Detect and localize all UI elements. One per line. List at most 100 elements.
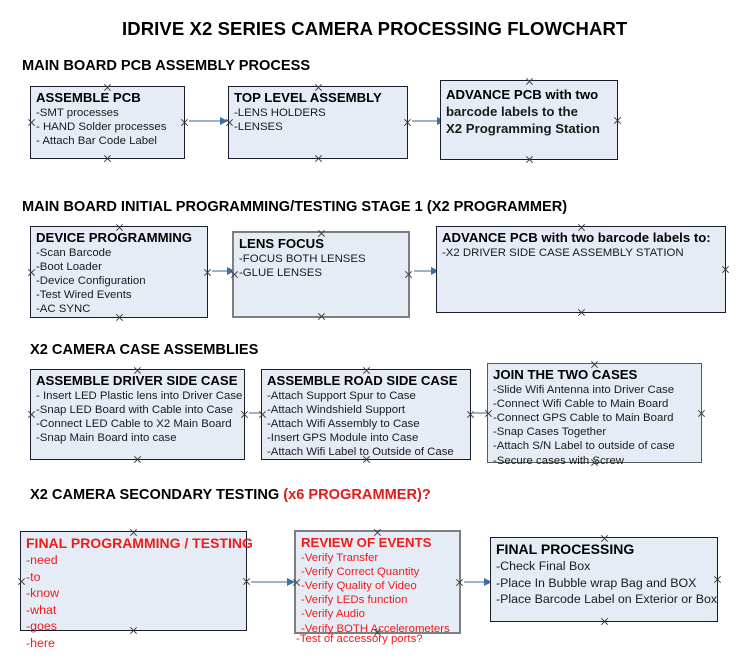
node-line: -Verify Quality of Video [301,579,417,592]
node-title: ASSEMBLE DRIVER SIDE CASE [36,373,238,388]
resize-handle-left[interactable] [27,118,36,127]
node-line: -Verify Correct Quantity [301,565,420,578]
resize-handle-bottom[interactable] [317,312,326,321]
node-line: -Snap LED Board with Cable into Case [36,403,233,416]
node-line: -Scan Barcode [36,246,112,259]
node-title: ADVANCE PCB with two barcode labels to: [442,230,711,245]
node-line: -Attach S/N Label to outside of case [493,440,675,453]
node-device-programming[interactable]: DEVICE PROGRAMMING -Scan Barcode -Boot L… [30,226,208,318]
node-line: -Verify Audio [301,608,365,621]
node-line: -Snap Cases Together [493,426,607,439]
section-heading-2: MAIN BOARD INITIAL PROGRAMMING/TESTING S… [22,199,567,215]
node-title: FINAL PROGRAMMING / TESTING [26,535,253,551]
node-line: -Connect Wifi Cable to Main Board [493,397,669,410]
node-title: TOP LEVEL ASSEMBLY [234,90,382,105]
resize-handle-right[interactable] [455,578,464,587]
node-line: -here [26,635,55,650]
node-line: -Attach Wifi Label to Outside of Case [267,446,454,459]
node-line: -Connect LED Cable to X2 Main Board [36,417,232,430]
node-line: -Place In Bubble wrap Bag and BOX [496,575,697,590]
node-title: DEVICE PROGRAMMING [36,230,193,245]
node-line: -AC SYNC [36,303,91,316]
node-line: -Connect GPS Cable to Main Board [493,411,674,424]
node-line: -SMT processes [36,106,119,119]
connector-arrow [251,577,295,586]
node-top-level-assembly[interactable]: TOP LEVEL ASSEMBLY -LENS HOLDERS -LENSES [228,86,408,159]
node-line: -goes [26,619,57,633]
node-review-of-events-overflow-line: -Test of accessory ports? [296,633,423,645]
connector-arrow [464,577,492,586]
node-line: -Verify Transfer [301,551,379,564]
node-line: -know [26,586,60,600]
node-line: - Attach Bar Code Label [36,134,157,147]
node-title: ASSEMBLE ROAD SIDE CASE [267,373,458,388]
section-heading-4: X2 CAMERA SECONDARY TESTING (x6 PROGRAMM… [30,487,431,503]
node-line: -to [26,569,41,584]
resize-handle-right[interactable] [721,265,730,274]
node-title: ADVANCE PCB with two [446,87,599,102]
node-line: -GLUE LENSES [239,266,322,279]
node-line: -Verify LEDs function [301,594,408,607]
node-lens-focus[interactable]: LENS FOCUS -FOCUS BOTH LENSES -GLUE LENS… [232,231,410,318]
node-line: -Device Configuration [36,274,146,287]
resize-handle-left[interactable] [27,268,36,277]
node-line: -Attach Wifi Assembly to Case [267,417,420,430]
node-line: -Test Wired Events [36,289,132,302]
node-line: -FOCUS BOTH LENSES [239,252,366,265]
node-assemble-pcb[interactable]: ASSEMBLE PCB -SMT processes - HAND Solde… [30,86,185,159]
section-heading-3: X2 CAMERA CASE ASSEMBLIES [30,342,258,358]
section-heading-1: MAIN BOARD PCB ASSEMBLY PROCESS [22,58,310,74]
node-line: - HAND Solder processes [36,120,167,133]
resize-handle-right[interactable] [203,268,212,277]
resize-handle-bottom[interactable] [577,308,586,317]
node-advance-pcb-1[interactable]: ADVANCE PCB with two barcode labels to t… [440,80,618,160]
resize-handle-bottom[interactable] [133,455,142,464]
node-title: FINAL PROCESSING [496,541,635,557]
resize-handle-right[interactable] [403,118,412,127]
node-line: -Check Final Box [496,559,591,573]
node-line: -X2 DRIVER SIDE CASE ASSEMBLY STATION [442,246,684,259]
node-line: -Slide Wifi Antenna into Driver Case [493,383,675,396]
connector-arrow [189,116,228,125]
resize-handle-right[interactable] [180,118,189,127]
node-line: -what [26,602,57,617]
node-line: -Snap Main Board into case [36,432,177,445]
node-line: -Attach Support Spur to Case [267,389,416,402]
resize-handle-right[interactable] [713,575,722,584]
node-assemble-driver-side-case[interactable]: ASSEMBLE DRIVER SIDE CASE - Insert LED P… [30,369,245,460]
resize-handle-right[interactable] [697,409,706,418]
resize-handle-right[interactable] [404,270,413,279]
node-assemble-road-side-case[interactable]: ASSEMBLE ROAD SIDE CASE -Attach Support … [261,369,471,460]
node-final-programming-testing[interactable]: FINAL PROGRAMMING / TESTING -need -to -k… [17,531,253,650]
node-advance-pcb-2[interactable]: ADVANCE PCB with two barcode labels to: … [436,226,726,313]
resize-handle-right[interactable] [613,116,622,125]
node-line: -Place Barcode Label on Exterior or Box [496,592,718,606]
connector-arrow [212,266,235,275]
node-line: -need [26,553,58,567]
section-heading-4-text: X2 CAMERA SECONDARY TESTING [30,487,284,503]
node-line: -Boot Loader [36,260,102,273]
node-final-processing[interactable]: FINAL PROCESSING -Check Final Box -Place… [490,537,718,622]
node-line: X2 Programming Station [446,121,600,136]
section-heading-3-text: X2 CAMERA CASE ASSEMBLIES [30,342,259,358]
node-line: -LENSES [234,120,283,133]
node-join-the-two-cases[interactable]: JOIN THE TWO CASES -Slide Wifi Antenna i… [487,363,702,467]
node-title: LENS FOCUS [239,236,324,251]
resize-handle-left[interactable] [17,577,26,586]
node-title: JOIN THE TWO CASES [493,367,638,382]
resize-handle-top[interactable] [525,77,534,86]
resize-handle-bottom[interactable] [314,154,323,163]
page-title: IDRIVE X2 SERIES CAMERA PROCESSING FLOWC… [122,18,628,39]
resize-handle-bottom[interactable] [525,155,534,164]
resize-handle-left[interactable] [27,410,36,419]
resize-handle-right[interactable] [240,410,249,419]
resize-handle-right[interactable] [242,577,251,586]
resize-handle-bottom[interactable] [103,154,112,163]
node-review-of-events[interactable]: REVIEW OF EVENTS -Verify Transfer -Verif… [294,530,464,635]
node-line: -Secure cases with Screw [493,454,625,467]
node-title: ASSEMBLE PCB [36,90,141,105]
node-line: - Insert LED Plastic lens into Driver Ca… [36,389,243,402]
node-line: -Insert GPS Module into Case [267,432,419,445]
node-line: -Verify BOTH Accelerometers [301,622,450,635]
resize-handle-bottom[interactable] [600,617,609,626]
